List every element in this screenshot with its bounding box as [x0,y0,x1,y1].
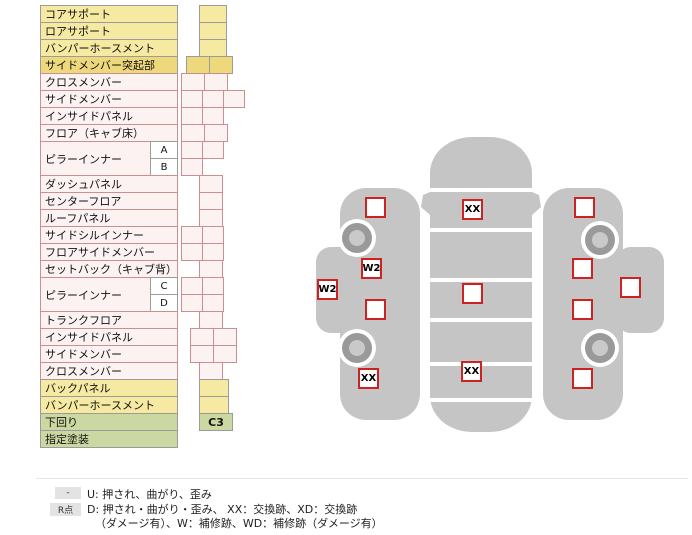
damage-marker-empty [365,197,386,218]
part-label: インサイドパネル [40,328,178,346]
check-cell [181,158,203,176]
legend-line-u: U: 押され、曲がり、歪み [87,488,212,501]
damage-marker-empty [620,277,641,298]
check-cell [202,141,224,159]
part-label: サイドメンバー [40,90,178,108]
part-label: ルーフパネル [40,209,178,227]
part-label: センターフロア [40,192,178,210]
damage-marker-empty [572,258,593,279]
part-label: サイドメンバー突起部 [40,56,178,74]
legend-line-d-cont: （ダメージ有）、W：補修跡、WD：補修跡（ダメージ有） [95,517,383,530]
part-label: ピラーインナー [40,141,151,176]
part-label: コアサポート [40,5,178,23]
part-label: 指定塗装 [40,430,178,448]
damage-marker-xx: XX [461,361,482,382]
parts-table: コアサポートロアサポートバンパーホースメントサイドメンバー突起部クロスメンバーサ… [40,5,300,460]
damage-marker-empty [572,368,593,389]
legend-key-dash: - [55,487,81,499]
check-cell [213,345,237,363]
legend-key-rpoint: R点 [50,503,81,516]
damage-marker-empty [574,197,595,218]
left-mirror-icon [421,192,430,215]
damage-marker-empty [462,283,483,304]
part-label: セットバック（キャブ背） [40,260,178,278]
damage-marker-empty [365,299,386,320]
legend-line-d: D: 押され・曲がり・歪み、 XX：交換跡、XD：交換跡 [87,503,358,516]
check-cell-marked: C3 [199,413,233,431]
damage-marker-w2: W2 [317,279,338,300]
part-label: サイドシルインナー [40,226,178,244]
check-cell [223,90,245,108]
part-label: バンパーホースメント [40,39,178,57]
damage-marker-xx: XX [358,368,379,389]
damage-marker-empty [572,299,593,320]
divider [36,478,688,479]
part-label: バンパーホースメント [40,396,178,414]
damage-marker-xx: XX [462,199,483,220]
damage-marker-w2: W2 [361,258,382,279]
right-mirror-icon [532,192,541,215]
